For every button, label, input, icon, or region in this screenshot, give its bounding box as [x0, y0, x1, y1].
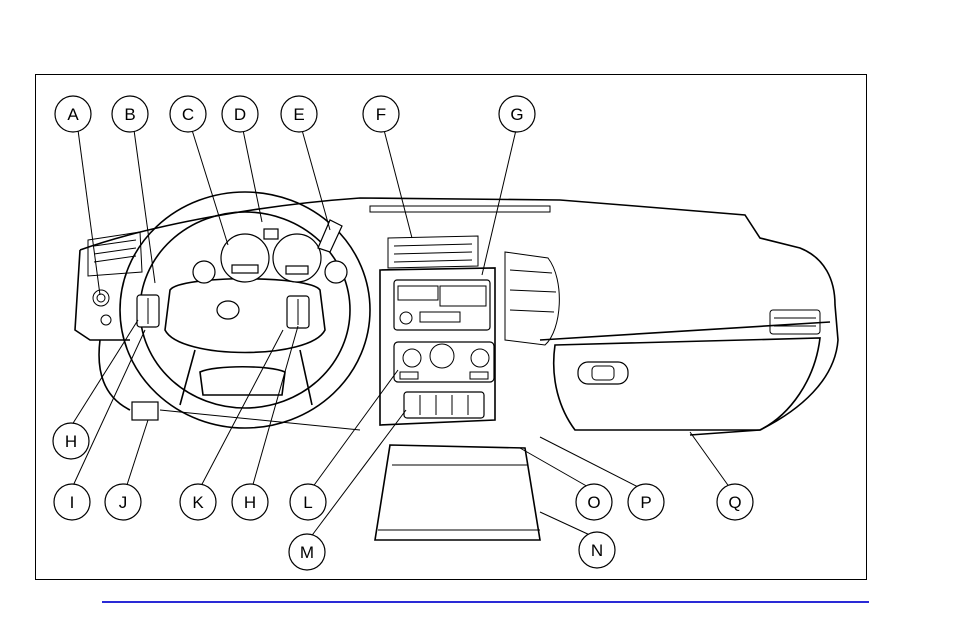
callout-label: I: [70, 493, 75, 512]
callout-label: J: [119, 493, 128, 512]
passenger-air-vent: [770, 310, 820, 334]
center-air-vent: [388, 236, 478, 268]
callout-K: K: [180, 484, 216, 520]
callout-G: G: [499, 96, 535, 132]
callout-O: O: [576, 484, 612, 520]
callout-label: D: [234, 105, 246, 124]
right-center-air-vent: [505, 252, 559, 345]
callout-B: B: [112, 96, 148, 132]
callout-label: M: [300, 543, 314, 562]
callout-label: G: [510, 105, 523, 124]
callout-label: K: [192, 493, 204, 512]
turn-signal-lever: [318, 220, 342, 252]
callout-L: L: [290, 484, 326, 520]
callout-Q: Q: [717, 484, 753, 520]
callout-F: F: [363, 96, 399, 132]
callout-P: P: [628, 484, 664, 520]
callout-label: B: [124, 105, 135, 124]
callout-label: A: [67, 105, 79, 124]
callout-I: I: [54, 484, 90, 520]
callout-A: A: [55, 96, 91, 132]
callout-N: N: [579, 532, 615, 568]
callout-label: E: [293, 105, 304, 124]
headlamp-switch: [93, 290, 111, 325]
center-stack: [380, 268, 495, 425]
knee-bolster: [132, 402, 360, 430]
callout-D: D: [222, 96, 258, 132]
callout-H-right: H: [232, 484, 268, 520]
callout-H-left: H: [53, 423, 89, 459]
center-console: [375, 445, 540, 540]
callout-label: L: [303, 493, 312, 512]
callout-label: P: [640, 493, 651, 512]
callout-J: J: [105, 484, 141, 520]
callout-label: Q: [728, 493, 741, 512]
callout-M: M: [289, 534, 325, 570]
callout-label: H: [65, 432, 77, 451]
callout-label: N: [591, 541, 603, 560]
callout-label: F: [376, 105, 386, 124]
callout-label: O: [587, 493, 600, 512]
callout-label: H: [244, 493, 256, 512]
callout-C: C: [170, 96, 206, 132]
callout-label: C: [182, 105, 194, 124]
callout-E: E: [281, 96, 317, 132]
